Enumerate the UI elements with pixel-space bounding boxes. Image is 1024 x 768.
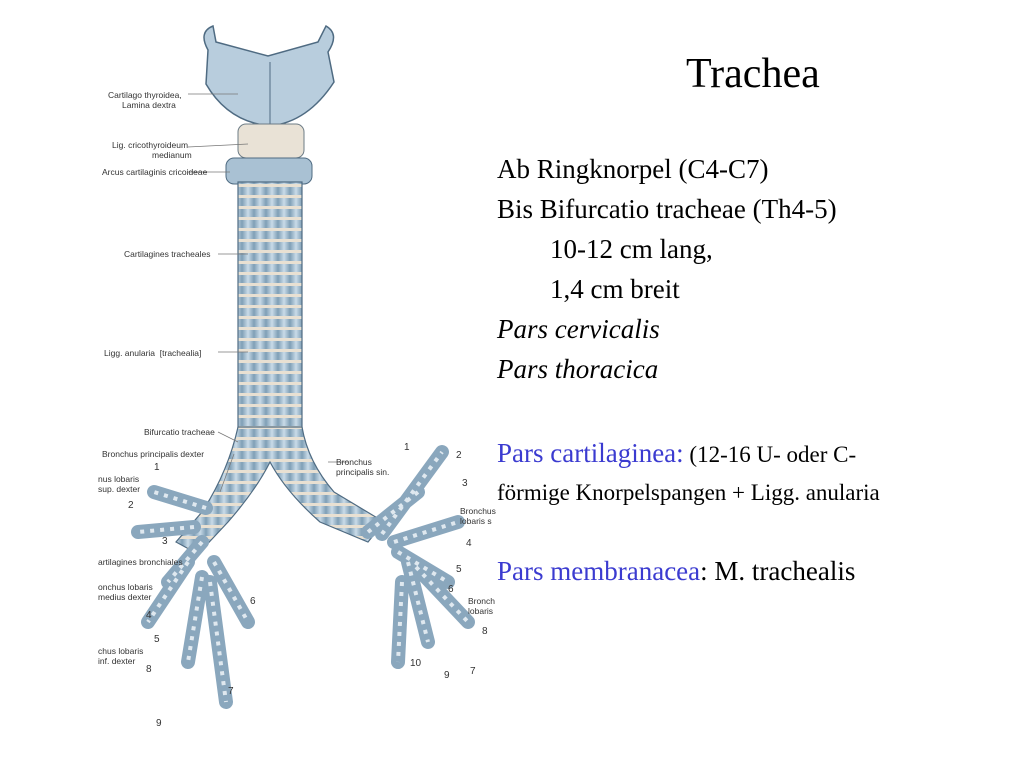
label-cart-bronch: artilagines bronchiales (98, 557, 183, 567)
text-line-origin: Ab Ringknorpel (C4-C7) (497, 154, 769, 184)
label-lob-sup-line1: nus lobaris (98, 474, 140, 484)
label-thyroid-line1: Cartilago thyroidea, (108, 90, 182, 100)
label-arcus: Arcus cartilaginis cricoideae (102, 167, 208, 177)
figure-number: 6 (250, 596, 256, 607)
membranacea-label: Pars membranacea (497, 556, 701, 586)
figure-number: 4 (146, 610, 152, 621)
trachea-illustration: Cartilago thyroidea,Lamina dextra Lig. c… (98, 22, 498, 742)
text-line-membranacea: Pars membranacea: M. trachealis (497, 556, 855, 587)
label-cart-trach: Cartilagines tracheales (124, 249, 211, 259)
slide-title: Trachea (686, 51, 820, 97)
figure-number: 8 (146, 664, 152, 675)
text-line-pars-thoracica: Pars thoracica (497, 354, 659, 384)
label-lob-inf-line2: inf. dexter (98, 656, 136, 666)
trachea-drawing (131, 24, 475, 709)
label-lob-sin2-line1: Bronch (468, 596, 495, 606)
label-lob-med-line2: medius dexter (98, 592, 152, 602)
figure-number: 6 (448, 584, 454, 595)
label-lob-sup-line2: sup. dexter (98, 484, 141, 494)
text-line-pars-cervicalis: Pars cervicalis (497, 314, 660, 344)
cartilaginea-detail-1: (12-16 U- oder C- (683, 442, 857, 467)
figure-number: 1 (404, 442, 410, 453)
label-thyroid: Cartilago thyroidea,Lamina dextra (108, 90, 182, 110)
figure-number: 7 (470, 666, 476, 677)
label-bronchus-sin-line1: Bronchus (336, 457, 372, 467)
figure-number: 7 (228, 686, 234, 697)
label-lob-med-line1: onchus lobaris (98, 582, 153, 592)
cartilaginea-label: Pars cartilaginea: (497, 438, 684, 468)
figure-number: 3 (162, 536, 168, 547)
text-line-width: 1,4 cm breit (550, 274, 680, 304)
figure-number: 2 (456, 450, 462, 461)
label-lob-sin-line1: Bronchus (460, 506, 496, 516)
label-crico-line1: Lig. cricothyroideum (112, 140, 189, 150)
label-crico-line2: medianum (152, 150, 192, 160)
figure-number: 2 (128, 500, 134, 511)
label-lob-sin2-line2: lobaris (468, 606, 494, 616)
label-ligg: Ligg. anularia [trachealia] (104, 348, 202, 358)
figure-number: 4 (466, 538, 472, 549)
figure-number: 5 (154, 634, 160, 645)
label-bronchus-dexter: Bronchus principalis dexter (102, 449, 205, 459)
figure-number: 8 (482, 626, 488, 637)
text-line-length: 10-12 cm lang, (550, 234, 713, 264)
membranacea-detail: : M. trachealis (700, 556, 856, 586)
text-line-cartilaginea-detail: förmige Knorpelspangen + Ligg. anularia (497, 480, 880, 505)
label-bronchus-sin-line2: principalis sin. (336, 467, 390, 477)
label-bifurcatio: Bifurcatio tracheae (144, 427, 215, 437)
text-line-end: Bis Bifurcatio tracheae (Th4-5) (497, 194, 837, 224)
figure-number: 1 (154, 462, 160, 473)
label-lob-sin-line2: lobaris s (460, 516, 492, 526)
figure-number: 9 (444, 670, 450, 681)
label-thyroid-line2: Lamina dextra (122, 100, 176, 110)
figure-number: 9 (156, 718, 162, 729)
label-lob-inf-line1: chus lobaris (98, 646, 144, 656)
text-line-cartilaginea: Pars cartilaginea: (12-16 U- oder C- (497, 438, 856, 469)
figure-number: 3 (462, 478, 468, 489)
figure-number: 10 (410, 658, 422, 669)
figure-number: 5 (456, 564, 462, 575)
